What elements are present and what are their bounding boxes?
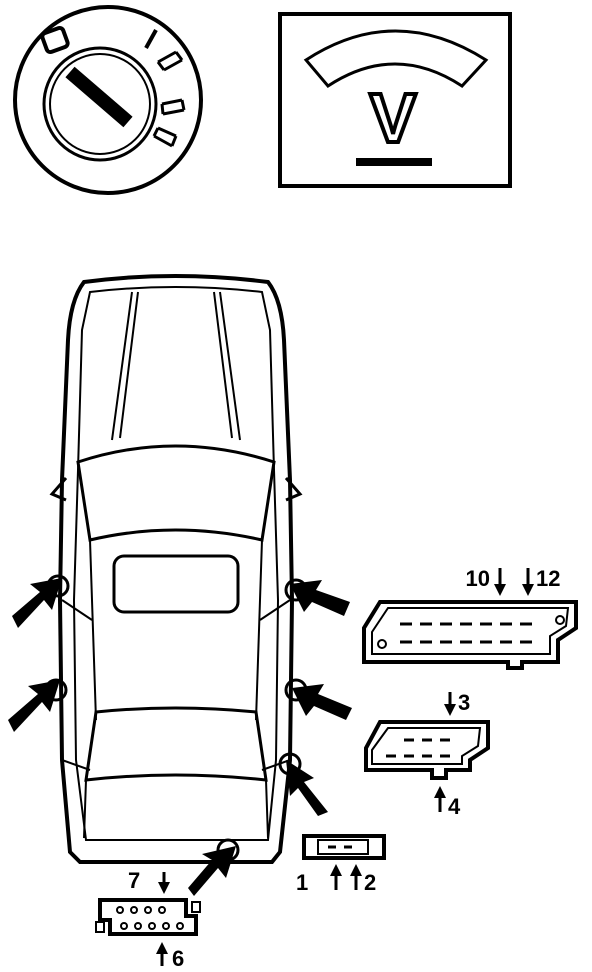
pin-label-10: 10 [466,566,490,591]
pointer-arrow-icon [8,578,352,896]
pin-label-12: 12 [536,566,560,591]
connector-7-6 [95,872,201,966]
pin-label-7: 7 [128,868,140,893]
car-top-view-icon [49,274,303,864]
connector-3-4 [364,692,490,812]
pin-label-2: 2 [364,870,376,895]
voltmeter-icon [278,12,512,188]
ignition-switch-icon [13,5,203,195]
connector-10-12 [362,568,578,670]
connector-1-2 [302,834,386,890]
pin-label-3: 3 [458,690,470,715]
pin-label-1: 1 [296,870,308,895]
pin-label-6: 6 [172,946,184,971]
pin-label-4: 4 [448,794,461,819]
voltmeter-unit-label: V [370,79,417,157]
